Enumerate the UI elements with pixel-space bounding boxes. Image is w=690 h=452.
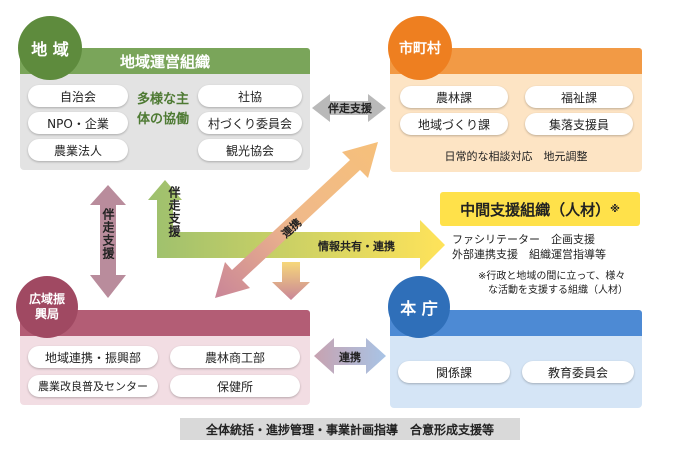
municipality-item-chiikizukuri: 地域づくり課 — [400, 113, 508, 135]
wide-area-item-chiikirenkei: 地域連携・振興部 — [28, 346, 158, 368]
arrow-label-info-share: 情報共有・連携 — [318, 240, 395, 253]
region-item-nogyo: 農業法人 — [28, 139, 128, 161]
arrow-label-support-top: 伴走支援 — [328, 102, 372, 115]
intermediate-footnote2: な活動を支援する組織（人材） — [488, 285, 628, 296]
arrow-label-support-mid: 伴走支援 — [167, 186, 181, 238]
prefecture-circle: 本 庁 — [388, 276, 450, 338]
wide-area-circle: 広域振興局 — [16, 276, 78, 338]
region-item-shakyo: 社協 — [198, 85, 302, 107]
municipality-circle: 市町村 — [388, 16, 452, 80]
bottom-bar: 全体統括・進捗管理・事業計画指導 合意形成支援等 — [180, 418, 520, 440]
region-item-npo: NPO・企業 — [28, 112, 128, 134]
wide-area-item-fukyu: 農業改良普及センター — [28, 375, 158, 397]
intermediate-star: ※ — [610, 203, 620, 215]
arrow-label-support-left: 伴走支援 — [101, 208, 115, 260]
intermediate-line1: ファシリテーター 企画支援 — [452, 233, 595, 246]
arrow-renkei-diagonal — [215, 142, 378, 298]
prefecture-item-kankeika: 関係課 — [398, 361, 510, 383]
region-center-text: 多様な主体の協働 — [136, 92, 189, 127]
intermediate-title: 中間支援組織（人材） — [460, 200, 611, 219]
arrow-support-left — [90, 185, 126, 298]
municipality-item-shuraku: 集落支援員 — [525, 113, 633, 135]
region-item-kanko: 観光協会 — [198, 139, 302, 161]
region-center-label: 多様な主体の協働 — [133, 90, 193, 156]
arrow-label-renkei-bottom: 連携 — [339, 351, 361, 364]
bottom-bar-text: 全体統括・進捗管理・事業計画指導 合意形成支援等 — [205, 422, 494, 437]
prefecture-item-kyoiku: 教育委員会 — [522, 361, 634, 383]
municipality-item-fukushi: 福祉課 — [525, 86, 633, 108]
intermediate-footnote1: ※行政と地域の間に立って、様々 — [478, 271, 626, 282]
municipality-item-norin: 農林課 — [400, 86, 508, 108]
arrow-info-share — [148, 180, 445, 270]
municipality-note: 日常的な相談対応 地元調整 — [444, 150, 588, 163]
arrow-to-prefecture — [272, 262, 310, 300]
region-circle: 地 域 — [18, 16, 82, 80]
intermediate-line2: 外部連携支援 組織運営指導等 — [452, 248, 606, 261]
arrow-renkei-bottom — [314, 338, 386, 374]
wide-area-circle-text: 広域振興局 — [28, 292, 65, 321]
wide-area-item-norinshoko: 農林商工部 — [170, 346, 300, 368]
intermediate-title-box: 中間支援組織（人材）※ — [440, 192, 640, 226]
arrow-support-top — [312, 94, 386, 122]
region-item-jichikai: 自治会 — [28, 85, 128, 107]
region-item-murazukuri: 村づくり委員会 — [198, 112, 302, 134]
wide-area-item-hokenjo: 保健所 — [170, 375, 300, 397]
